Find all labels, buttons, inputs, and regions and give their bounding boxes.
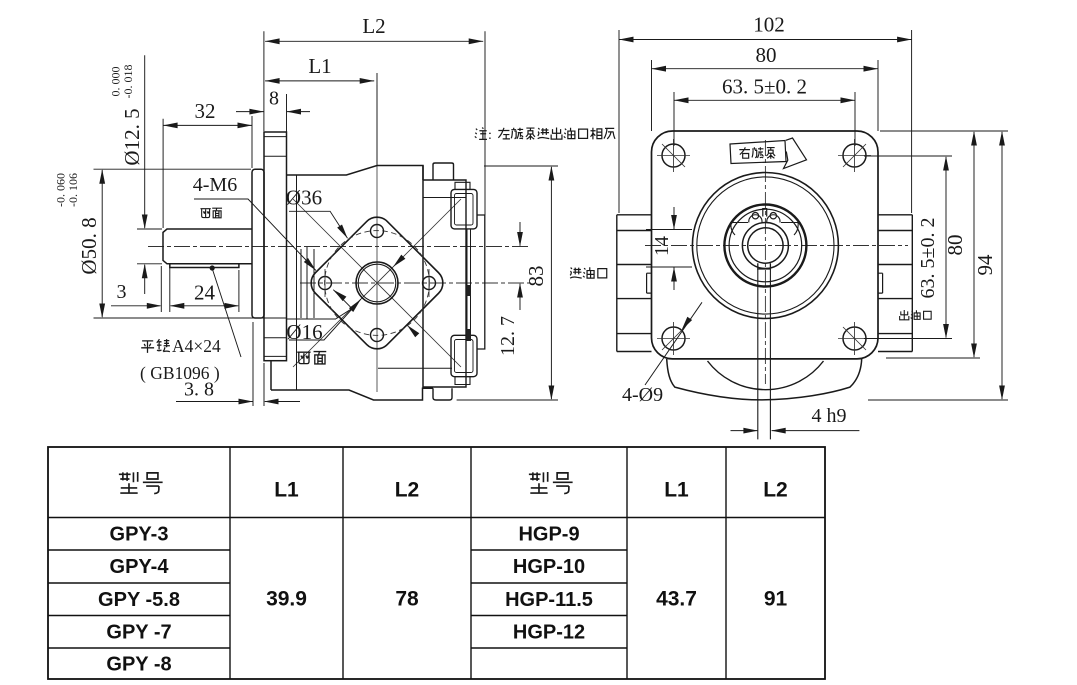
- svg-text:39.9: 39.9: [266, 588, 307, 611]
- svg-text:GPY -5.8: GPY -5.8: [98, 589, 180, 611]
- svg-text:3: 3: [117, 281, 127, 303]
- svg-text:3. 8: 3. 8: [184, 379, 214, 401]
- svg-text:63. 5±0. 2: 63. 5±0. 2: [917, 218, 939, 299]
- svg-text:HGP-12: HGP-12: [513, 622, 585, 644]
- svg-text:( GB1096 ): ( GB1096 ): [140, 363, 220, 383]
- svg-text:4-Ø9: 4-Ø9: [622, 384, 663, 406]
- svg-text:HGP-9: HGP-9: [518, 524, 579, 546]
- svg-text:GPY -7: GPY -7: [106, 622, 171, 644]
- svg-text:HGP-11.5: HGP-11.5: [505, 589, 593, 611]
- svg-text:-0. 106: -0. 106: [66, 173, 80, 207]
- svg-text:L2: L2: [362, 14, 385, 38]
- svg-text:GPY-3: GPY-3: [110, 524, 169, 546]
- svg-text:80: 80: [943, 235, 967, 256]
- svg-text:HGP-10: HGP-10: [513, 556, 585, 578]
- svg-text:4 h9: 4 h9: [812, 405, 847, 427]
- svg-text:80: 80: [756, 43, 777, 67]
- svg-text:43.7: 43.7: [656, 588, 697, 611]
- svg-text:Ø16: Ø16: [286, 320, 322, 344]
- svg-text:14: 14: [651, 236, 673, 256]
- svg-text:GPY-4: GPY-4: [110, 556, 170, 578]
- svg-text:24: 24: [194, 281, 216, 305]
- svg-text:L2: L2: [763, 479, 788, 502]
- svg-text:L1: L1: [308, 54, 331, 78]
- svg-text:GPY -8: GPY -8: [106, 654, 171, 676]
- svg-text:L1: L1: [274, 479, 299, 502]
- svg-text:Ø36: Ø36: [286, 186, 322, 210]
- svg-text:78: 78: [395, 588, 419, 611]
- svg-text:-0. 018: -0. 018: [121, 65, 135, 99]
- svg-text:Ø50. 8: Ø50. 8: [77, 217, 101, 274]
- svg-text:L2: L2: [395, 479, 420, 502]
- svg-text:A4×24: A4×24: [172, 336, 221, 356]
- svg-text:102: 102: [753, 13, 785, 37]
- svg-text:4-M6: 4-M6: [193, 174, 237, 196]
- svg-text:83: 83: [524, 266, 548, 287]
- svg-text:Ø12. 5: Ø12. 5: [120, 108, 144, 165]
- svg-text:0. 000: 0. 000: [109, 67, 123, 97]
- svg-text:94: 94: [973, 254, 997, 276]
- svg-text:91: 91: [764, 588, 788, 611]
- svg-text:8: 8: [269, 88, 279, 110]
- svg-text:L1: L1: [664, 479, 689, 502]
- svg-text:32: 32: [195, 99, 216, 123]
- svg-text:-0. 060: -0. 060: [54, 173, 68, 207]
- svg-text:63. 5±0. 2: 63. 5±0. 2: [722, 75, 807, 99]
- svg-text::: :: [488, 128, 492, 143]
- svg-text:12. 7: 12. 7: [497, 316, 519, 356]
